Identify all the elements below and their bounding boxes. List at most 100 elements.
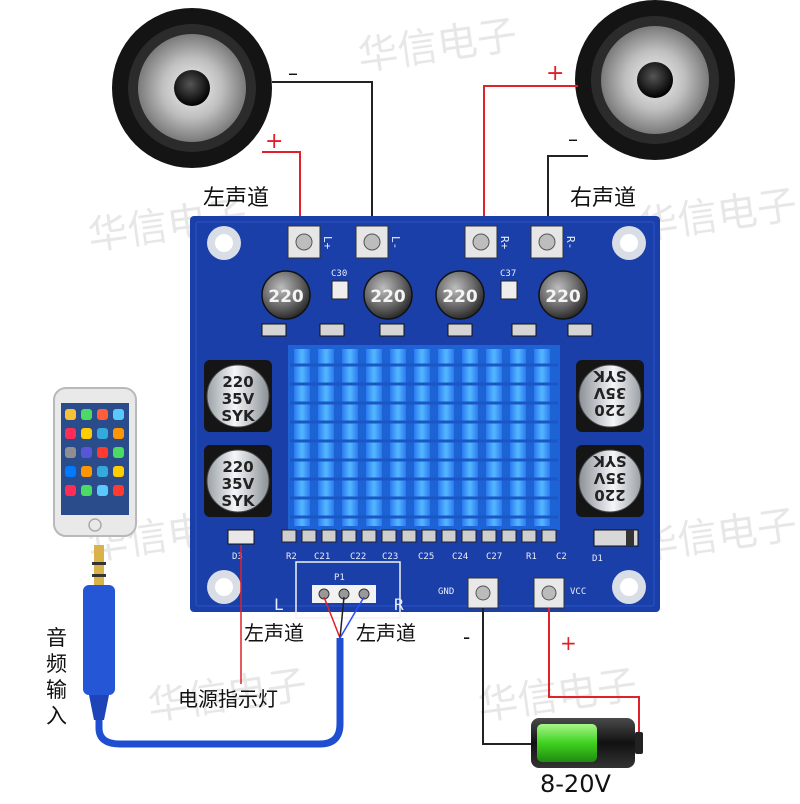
smd-part [481,529,497,543]
app-icon [65,485,76,496]
smd-part [319,323,345,337]
heatsink-fin [294,349,310,526]
app-icon [97,485,108,496]
speaker-terminal-pin [363,233,381,251]
power-neg-mark: - [463,625,470,649]
inductor [363,270,413,320]
app-icon [97,447,108,458]
speaker-terminal-pin [538,233,556,251]
smd-cap-c30 [331,280,349,300]
audio-in-right-label: 左声道 [356,621,416,645]
left-pos-wire [262,151,301,232]
silk-gnd: GND [438,587,454,597]
app-icon [81,466,92,477]
app-icon [97,428,108,439]
capacitor-can [578,364,642,428]
heatsink-fin [318,349,334,526]
power-indicator-label: 电源指示灯 [178,687,278,711]
mounting-hole-center [215,578,233,596]
battery [531,718,643,768]
app-icon [113,428,124,439]
input-pin-r [358,588,370,600]
capacitor-marking: SYK [592,367,627,385]
input-wire-gnd [339,596,345,639]
inductor-value: 220 [268,287,304,307]
app-icon [97,409,108,420]
smd-part [381,529,397,543]
smd-part [401,529,417,543]
plug-body [83,585,115,695]
audio-input-char: 入 [46,704,67,728]
mounting-hole-center [620,578,638,596]
smd-part [521,529,537,543]
app-icon [113,466,124,477]
audio-input-char: 频 [46,652,67,676]
capacitor-marking: 220 [594,486,625,504]
battery-charge-level [537,724,597,762]
left-speaker-neg-mark: – [288,61,298,85]
smd-part [341,529,357,543]
input-wire-left [323,596,341,639]
capacitor-marking: SYK [592,452,627,470]
left-channel-label: 左声道 [203,186,269,211]
voltage-label: 8-20V [540,770,611,798]
capacitor-marking: 220 [222,458,253,476]
audio-in-left-label: 左声道 [244,621,304,645]
smd-part [511,323,537,337]
right-pos-wire [483,85,578,232]
plug-ring [92,562,106,565]
left-speaker-dustcap [174,70,210,106]
vcc-terminal-pin [541,585,557,601]
power-pos-wire [548,608,640,740]
right-speaker-dustcap [637,62,673,98]
right-channel-label: 右声道 [570,186,636,211]
heatsink-fin [342,349,358,526]
silk-d1: D1 [592,554,603,564]
inductor [261,270,311,320]
power-pos-mark: + [560,631,577,655]
plug-strain-relief [89,695,109,720]
left-neg-wire [272,81,373,232]
diode-d1-band [626,530,634,546]
silk-terminal-label: L+ [321,236,334,250]
silk-c30: C30 [331,269,347,279]
left-speaker [112,8,272,168]
silk-input-l: L [274,595,284,614]
smd-part [379,323,405,337]
smd-part [567,323,593,337]
silk-label: C27 [486,552,502,562]
mounting-holes [207,226,646,604]
phone-home-button [88,518,102,532]
audio-jack-plug [83,545,115,720]
heatsink [288,345,560,530]
audio-input-char: 输 [46,678,67,702]
smd-part [541,529,557,543]
speaker-terminal-pin [472,233,490,251]
mounting-hole-center [620,234,638,252]
phone-app-grid [65,409,124,496]
silk-label: C21 [314,552,330,562]
silk-label: C2 [556,552,567,562]
inductor-value: 220 [442,287,478,307]
app-icon [113,409,124,420]
app-icon [113,447,124,458]
inductor [435,270,485,320]
battery-terminal [635,732,643,754]
app-icon [113,485,124,496]
speaker-terminal-pin [295,233,313,251]
inductor [538,270,588,320]
smd-components-row [261,323,593,337]
heatsink-fin [462,349,478,526]
smd-part [361,529,377,543]
silk-label: C23 [382,552,398,562]
audio-input-label: 音 频 输 入 [46,626,67,728]
capacitor-can [578,449,642,513]
smd-part [461,529,477,543]
silk-terminal-label: L- [389,236,402,249]
app-icon [81,447,92,458]
